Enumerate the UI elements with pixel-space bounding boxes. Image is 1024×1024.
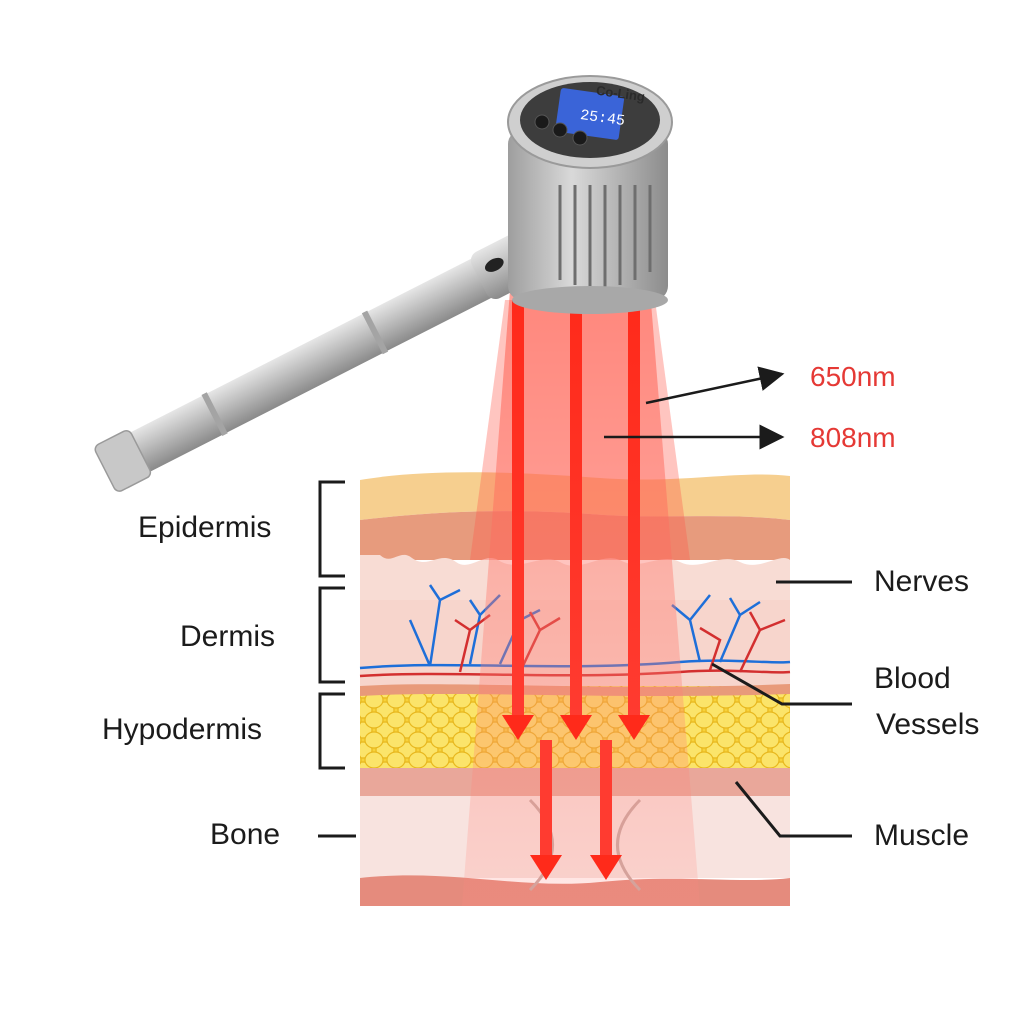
beam-deep-right bbox=[600, 740, 612, 860]
beam-core-middle bbox=[570, 300, 582, 720]
bracket-hypodermis bbox=[318, 692, 345, 770]
label-dermis: Dermis bbox=[180, 620, 275, 653]
pointer-650 bbox=[645, 366, 785, 405]
device-head bbox=[507, 75, 673, 314]
handle-button bbox=[485, 257, 504, 272]
bracket-dermis bbox=[318, 586, 345, 684]
bracket-epidermis bbox=[318, 480, 345, 578]
control-button-3 bbox=[572, 130, 588, 146]
layer-brackets bbox=[318, 480, 356, 838]
control-button-2 bbox=[552, 122, 568, 138]
label-muscle: Muscle bbox=[874, 819, 970, 852]
device-handle bbox=[94, 232, 542, 492]
laser-beams bbox=[462, 290, 700, 906]
beam-core-right bbox=[628, 300, 640, 720]
control-button-1 bbox=[534, 114, 550, 130]
label-bone: Bone bbox=[210, 818, 281, 851]
label-650nm: 650nm bbox=[810, 361, 896, 392]
wavelength-pointers bbox=[604, 366, 785, 450]
label-nerves: Nerves bbox=[874, 565, 970, 598]
label-hypodermis: Hypodermis bbox=[102, 713, 263, 746]
right-leaders bbox=[711, 580, 852, 838]
label-vessels: Vessels bbox=[876, 708, 980, 741]
lcd-screen bbox=[555, 88, 625, 140]
beam-deep-left bbox=[540, 740, 552, 860]
label-epidermis: Epidermis bbox=[138, 511, 272, 544]
leader-blood-vessels bbox=[711, 662, 852, 706]
label-blood: Blood bbox=[874, 662, 951, 695]
cooling-fins bbox=[558, 185, 652, 288]
label-808nm: 808nm bbox=[810, 422, 896, 453]
leader-muscle bbox=[734, 781, 852, 838]
beam-core-left bbox=[512, 300, 524, 720]
